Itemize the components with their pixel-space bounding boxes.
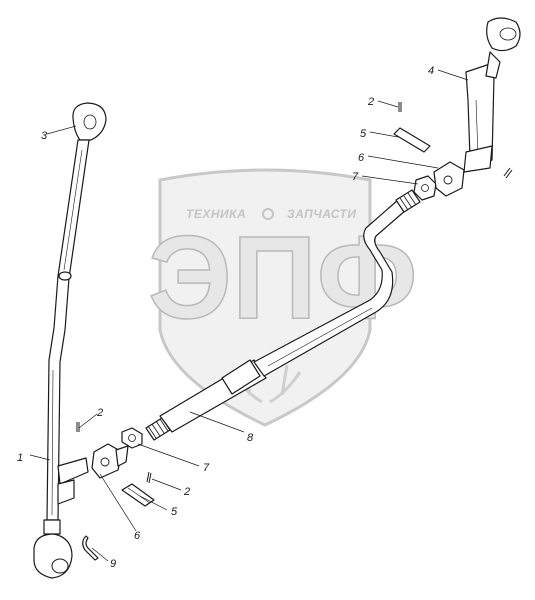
leader-lines bbox=[29, 69, 469, 562]
watermark-gear-icon bbox=[262, 208, 274, 220]
callout-2-upper: 2 bbox=[367, 96, 374, 108]
part-2-upper-right-cotter bbox=[503, 167, 513, 179]
callout-3: 3 bbox=[41, 130, 48, 142]
part-7-upper-nut bbox=[413, 175, 437, 201]
part-4-bent-lever bbox=[463, 17, 521, 173]
callout-2-lower-right: 2 bbox=[183, 486, 190, 498]
part-6-lower-clevis bbox=[91, 443, 129, 479]
callout-7-lower: 7 bbox=[203, 462, 210, 474]
part-9-cotter-pin bbox=[82, 535, 99, 561]
part-8-threaded-rod bbox=[145, 189, 421, 441]
part-2-lower-right-cotter bbox=[146, 471, 152, 484]
callout-4: 4 bbox=[428, 65, 434, 77]
part-7-lower-nut bbox=[121, 427, 143, 449]
part-3-knob bbox=[72, 102, 107, 141]
part-2-upper-cotter bbox=[398, 102, 402, 112]
part-2-lower-left-cotter bbox=[76, 422, 80, 432]
callout-8: 8 bbox=[247, 432, 254, 444]
callout-7-upper: 7 bbox=[352, 171, 359, 183]
part-5-lower-pin bbox=[121, 483, 155, 507]
callout-1: 1 bbox=[17, 452, 23, 464]
watermark-brand-text-2: ЗАПЧАСТИ bbox=[287, 207, 356, 221]
watermark-brand-text: ТЕХНИКА bbox=[186, 207, 246, 221]
callout-6-lower: 6 bbox=[134, 530, 141, 542]
part-6-upper-clevis bbox=[433, 161, 465, 197]
callout-9: 9 bbox=[110, 558, 116, 570]
callout-6-upper: 6 bbox=[358, 152, 365, 164]
watermark-shield bbox=[158, 168, 372, 427]
part-5-upper-pin bbox=[393, 127, 431, 153]
callout-2-lower-left: 2 bbox=[96, 407, 103, 419]
callout-labels: 3 1 2 2 5 6 7 8 9 2 4 5 6 7 bbox=[17, 65, 434, 570]
callout-5-lower: 5 bbox=[171, 506, 178, 518]
callout-5-upper: 5 bbox=[360, 128, 367, 140]
part-1-lever-rod bbox=[33, 139, 90, 579]
